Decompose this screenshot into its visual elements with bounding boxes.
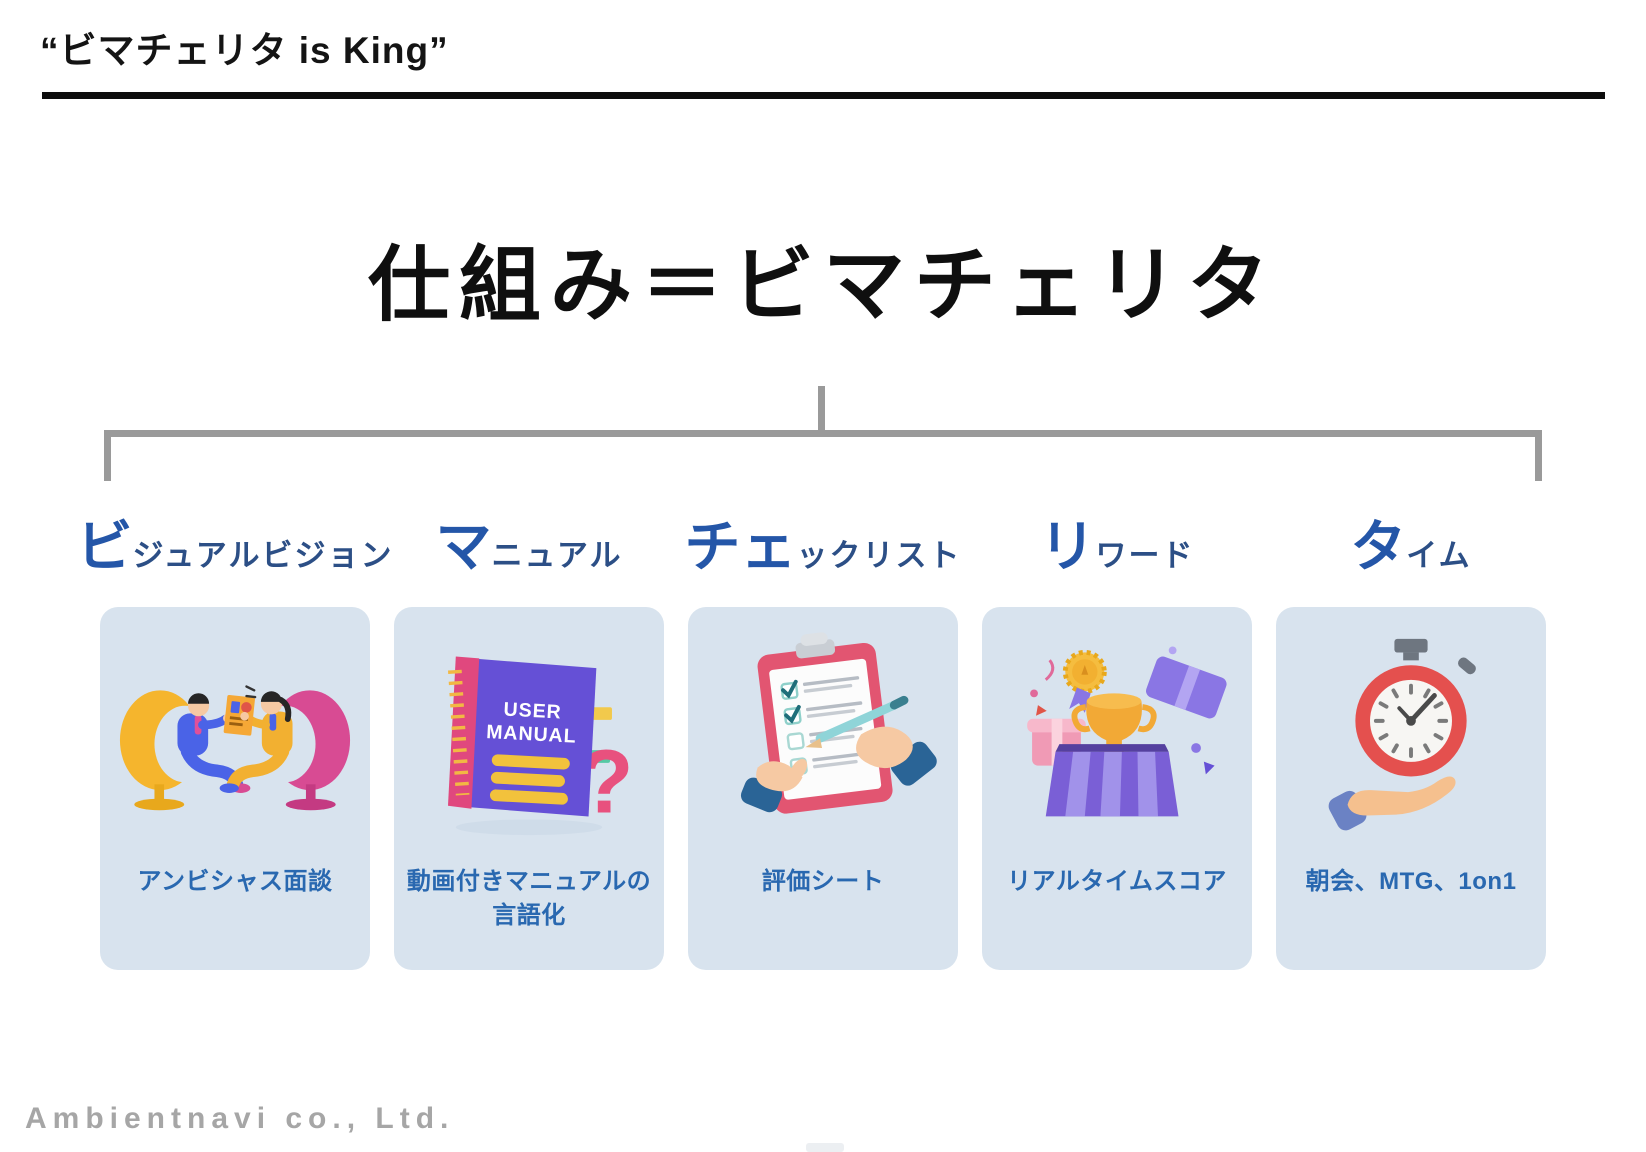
column-reward: リワード xyxy=(982,503,1252,970)
column-rest: ニュアル xyxy=(491,538,623,573)
user-manual-illustration: ? USER MANUAL xyxy=(447,656,634,836)
card-manual: ? USER MANUAL 動画付きマニュアルの言語化 xyxy=(394,607,664,970)
card-evaluation-sheet: 評価シート xyxy=(688,607,958,970)
divider-line xyxy=(42,92,1605,99)
card-caption: 動画付きマニュアルの言語化 xyxy=(406,868,652,929)
column-initial: タ xyxy=(1350,515,1407,578)
card-realtime-score: リアルタイムスコア xyxy=(982,607,1252,970)
card-meetings: 朝会、MTG、1on1 xyxy=(1276,607,1546,970)
manual-cover-line1: USER xyxy=(503,698,562,723)
column-initial: チェ xyxy=(684,515,797,578)
tree-connector-stub xyxy=(818,386,825,433)
manual-cover-line2: MANUAL xyxy=(486,721,577,748)
card-caption: アンビシャス面談 xyxy=(137,868,333,895)
column-header: タイム xyxy=(1276,503,1546,591)
reward-trophy-illustration xyxy=(1027,646,1227,817)
column-visual-vision: ビジュアルビジョン xyxy=(77,503,392,970)
column-manual: マニュアル ? USER MANUAL xyxy=(394,503,664,970)
slide-quote: “ビマチェリタ is King” xyxy=(40,30,449,71)
stopwatch-hand-illustration xyxy=(1328,638,1476,831)
bottom-edge-artifact xyxy=(806,1143,844,1152)
checklist-illustration xyxy=(740,632,937,814)
card-caption: 評価シート xyxy=(761,868,885,895)
column-initial: ビ xyxy=(76,515,133,578)
column-rest: イム xyxy=(1406,538,1472,573)
column-header: ビジュアルビジョン xyxy=(77,503,392,591)
footer-company: Ambientnavi co., Ltd. xyxy=(25,1102,455,1135)
column-initial: マ xyxy=(435,515,492,578)
tree-connector-bar xyxy=(104,430,1542,437)
tree-connector-left-drop xyxy=(104,430,111,481)
card-caption: 朝会、MTG、1on1 xyxy=(1305,868,1517,895)
column-header: チェックリスト xyxy=(684,503,960,591)
tree-connector-right-drop xyxy=(1535,430,1542,481)
card-ambitious-interview: アンビシャス面談 xyxy=(100,607,370,970)
columns-row: ビジュアルビジョン xyxy=(77,503,1546,970)
interview-illustration xyxy=(119,685,351,811)
column-header: リワード xyxy=(982,503,1252,591)
column-header: マニュアル xyxy=(394,503,664,591)
column-rest: ックリスト xyxy=(796,538,962,573)
column-initial: リ xyxy=(1039,515,1096,578)
page-title: 仕組み＝ビマチェリタ xyxy=(367,240,1278,331)
column-rest: ワード xyxy=(1095,538,1195,573)
column-rest: ジュアルビジョン xyxy=(132,538,394,573)
card-caption: リアルタイムスコア xyxy=(1007,868,1227,895)
column-time: タイム xyxy=(1276,503,1546,970)
column-checklist: チェックリスト xyxy=(684,503,960,970)
